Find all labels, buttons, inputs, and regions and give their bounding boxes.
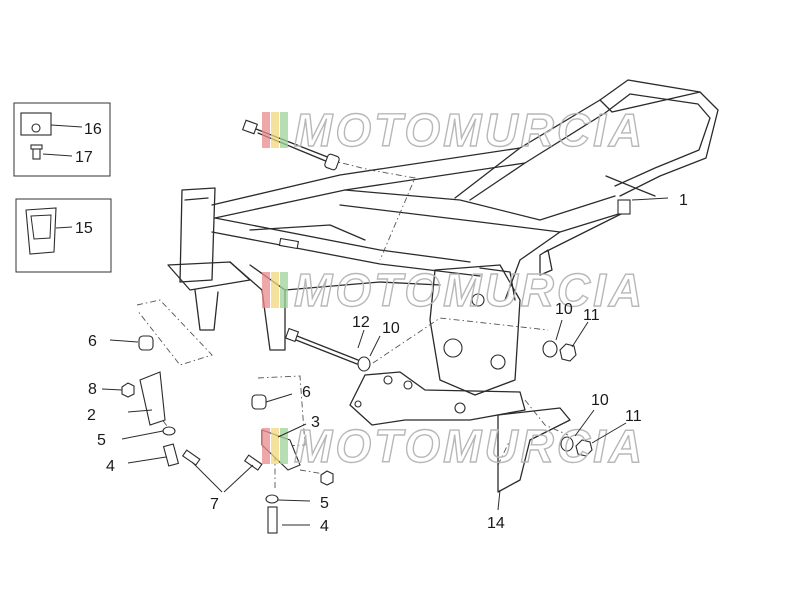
watermark-logo: MOTOMURCIA xyxy=(262,103,645,157)
label-2: 2 xyxy=(87,407,96,424)
leader-lines xyxy=(101,197,669,526)
label-3: 3 xyxy=(311,414,320,431)
inset-box-16-17 xyxy=(13,102,111,177)
watermark-text: MOTOMURCIA xyxy=(294,420,645,472)
label-11-upper: 11 xyxy=(583,307,600,324)
callout-labels: 1 2 3 4 4 5 5 6 6 7 8 10 10 10 11 11 12 … xyxy=(75,121,688,535)
watermark-logo: MOTOMURCIA xyxy=(262,419,645,473)
label-14: 14 xyxy=(487,515,505,532)
label-10-lower: 10 xyxy=(591,392,609,409)
label-10-upper: 10 xyxy=(555,301,573,318)
label-1: 1 xyxy=(679,192,688,209)
label-4-left: 4 xyxy=(106,458,115,475)
label-15: 15 xyxy=(75,220,93,237)
label-10-center: 10 xyxy=(382,320,400,337)
label-6-left: 6 xyxy=(88,333,97,350)
label-7: 7 xyxy=(210,496,219,513)
watermark: MOTOMURCIA MOTOMURCIA MOTOMURCIA xyxy=(262,103,645,473)
label-8: 8 xyxy=(88,381,97,398)
inset-box-15 xyxy=(15,198,112,273)
label-16: 16 xyxy=(84,121,102,138)
watermark-text: MOTOMURCIA xyxy=(294,264,645,316)
watermark-logo: MOTOMURCIA xyxy=(262,263,645,317)
motorcycle-frame xyxy=(167,79,719,426)
watermark-text: MOTOMURCIA xyxy=(294,104,645,156)
label-5-right: 5 xyxy=(320,495,329,512)
label-12: 12 xyxy=(352,314,370,331)
label-6-right: 6 xyxy=(302,384,311,401)
label-17: 17 xyxy=(75,149,93,166)
label-11-lower: 11 xyxy=(625,408,642,425)
label-5-left: 5 xyxy=(97,432,106,449)
label-4-right: 4 xyxy=(320,518,329,535)
